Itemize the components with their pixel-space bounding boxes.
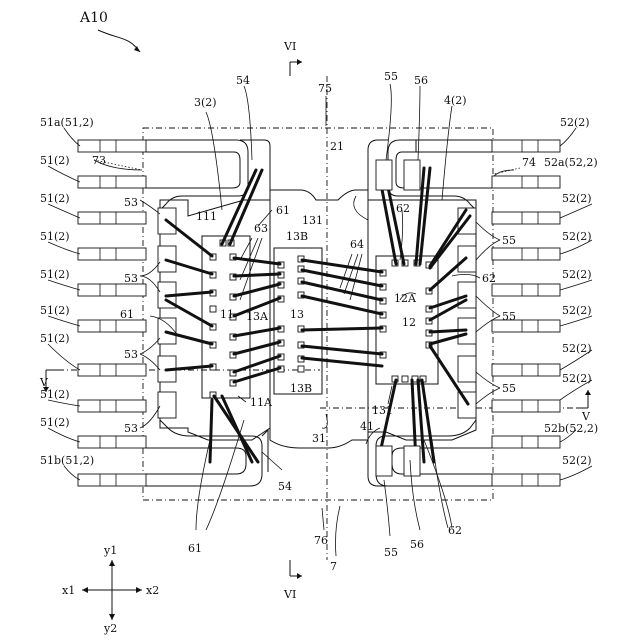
axis-y1: y1: [103, 544, 117, 557]
lead-51a-inner: [146, 152, 240, 188]
figure-label: A10: [79, 10, 108, 26]
axis-x1: x1: [62, 584, 75, 597]
label-7: 7: [330, 560, 337, 573]
label-111: 111: [196, 210, 217, 223]
axis-x2: x2: [146, 584, 159, 597]
lead-51b-extension: [146, 420, 262, 486]
leader-lines: [94, 84, 514, 556]
label-41: 41: [360, 420, 374, 433]
left-label-2: 51(2): [40, 192, 70, 205]
label-54-top: 54: [236, 74, 250, 87]
label-55-a: 55: [502, 234, 516, 247]
left-label-1: 51(2): [40, 154, 70, 167]
left-label-8: 51(2): [40, 416, 70, 429]
label-131-top: 131: [302, 214, 323, 227]
label-4: 4(2): [444, 94, 467, 107]
left-label-5: 51(2): [40, 304, 70, 317]
label-12: 12: [402, 316, 416, 329]
lead-54-bottom-outline: [262, 430, 268, 472]
lead-56-bottom: [404, 446, 420, 476]
label-11a: 11A: [250, 396, 273, 409]
label-62-bottom: 62: [448, 524, 462, 537]
label-61-left: 61: [120, 308, 134, 321]
left-label-0: 51a(51,2): [40, 116, 94, 129]
left-label-4: 51(2): [40, 268, 70, 281]
label-53-b: 53: [124, 272, 138, 285]
left-label-6: 51(2): [40, 332, 70, 345]
label-31: 31: [312, 432, 326, 445]
label-62-mid: 62: [482, 272, 496, 285]
label-56-top: 56: [414, 74, 428, 87]
right-label-4: 52(2): [562, 268, 592, 281]
label-61-bottom: 61: [188, 542, 202, 555]
section-marker-top: VI: [283, 40, 302, 76]
label-55-top: 55: [384, 70, 398, 83]
figure-arrow: [98, 30, 140, 52]
label-13b-top: 13B: [286, 230, 308, 243]
label-54-bottom: 54: [278, 480, 292, 493]
right-label-1: 52a(52,2): [544, 156, 598, 169]
label-61-top: 61: [276, 204, 290, 217]
svg-text:VI: VI: [283, 40, 296, 53]
label-3: 3(2): [194, 96, 217, 109]
die-pad-middle: [270, 190, 368, 448]
left-pads-53: [158, 208, 176, 418]
axis-y2: y2: [103, 622, 117, 635]
label-11: 11: [220, 308, 234, 321]
right-label-5: 52(2): [562, 304, 592, 317]
lead-55-bottom: [376, 446, 392, 476]
label-55-b: 55: [502, 310, 516, 323]
label-131-bottom: 131: [372, 404, 393, 417]
figure-arrowhead: [134, 46, 140, 52]
lead-56-top: [404, 160, 420, 190]
label-12a: 12A: [394, 292, 417, 305]
axis-compass: y1 y2 x1 x2: [62, 544, 159, 635]
label-21: 21: [330, 140, 344, 153]
left-label-7: 51(2): [40, 388, 70, 401]
right-label-0: 52(2): [560, 116, 590, 129]
lead-55-top: [376, 160, 392, 190]
label-73: 73: [92, 154, 106, 167]
label-76: 76: [314, 534, 328, 547]
label-62-top: 62: [396, 202, 410, 215]
label-55-c: 55: [502, 382, 516, 395]
left-label-3: 51(2): [40, 230, 70, 243]
right-label-3: 52(2): [562, 230, 592, 243]
label-55-bottom: 55: [384, 546, 398, 559]
label-53-c: 53: [124, 348, 138, 361]
label-53-a: 53: [124, 196, 138, 209]
right-label-2: 52(2): [562, 192, 592, 205]
label-56-bottom: 56: [410, 538, 424, 551]
label-75: 75: [318, 82, 332, 95]
svg-text:VI: VI: [283, 588, 296, 601]
right-label-9: 52(2): [562, 454, 592, 467]
right-label-6: 52(2): [562, 342, 592, 355]
right-label-8: 52b(52,2): [544, 422, 598, 435]
left-label-9: 51b(51,2): [40, 454, 94, 467]
right-label-7: 52(2): [562, 372, 592, 385]
label-13: 13: [290, 308, 304, 321]
label-63: 63: [254, 222, 268, 235]
section-marker-bottom: VI: [283, 560, 302, 601]
label-13a: 13A: [246, 310, 269, 323]
label-13b-bottom: 13B: [290, 382, 312, 395]
right-pads-55: [458, 208, 476, 418]
label-64: 64: [350, 238, 364, 251]
label-74: 74: [522, 156, 536, 169]
label-53-d: 53: [124, 422, 138, 435]
section-marker-right: V: [576, 390, 591, 423]
